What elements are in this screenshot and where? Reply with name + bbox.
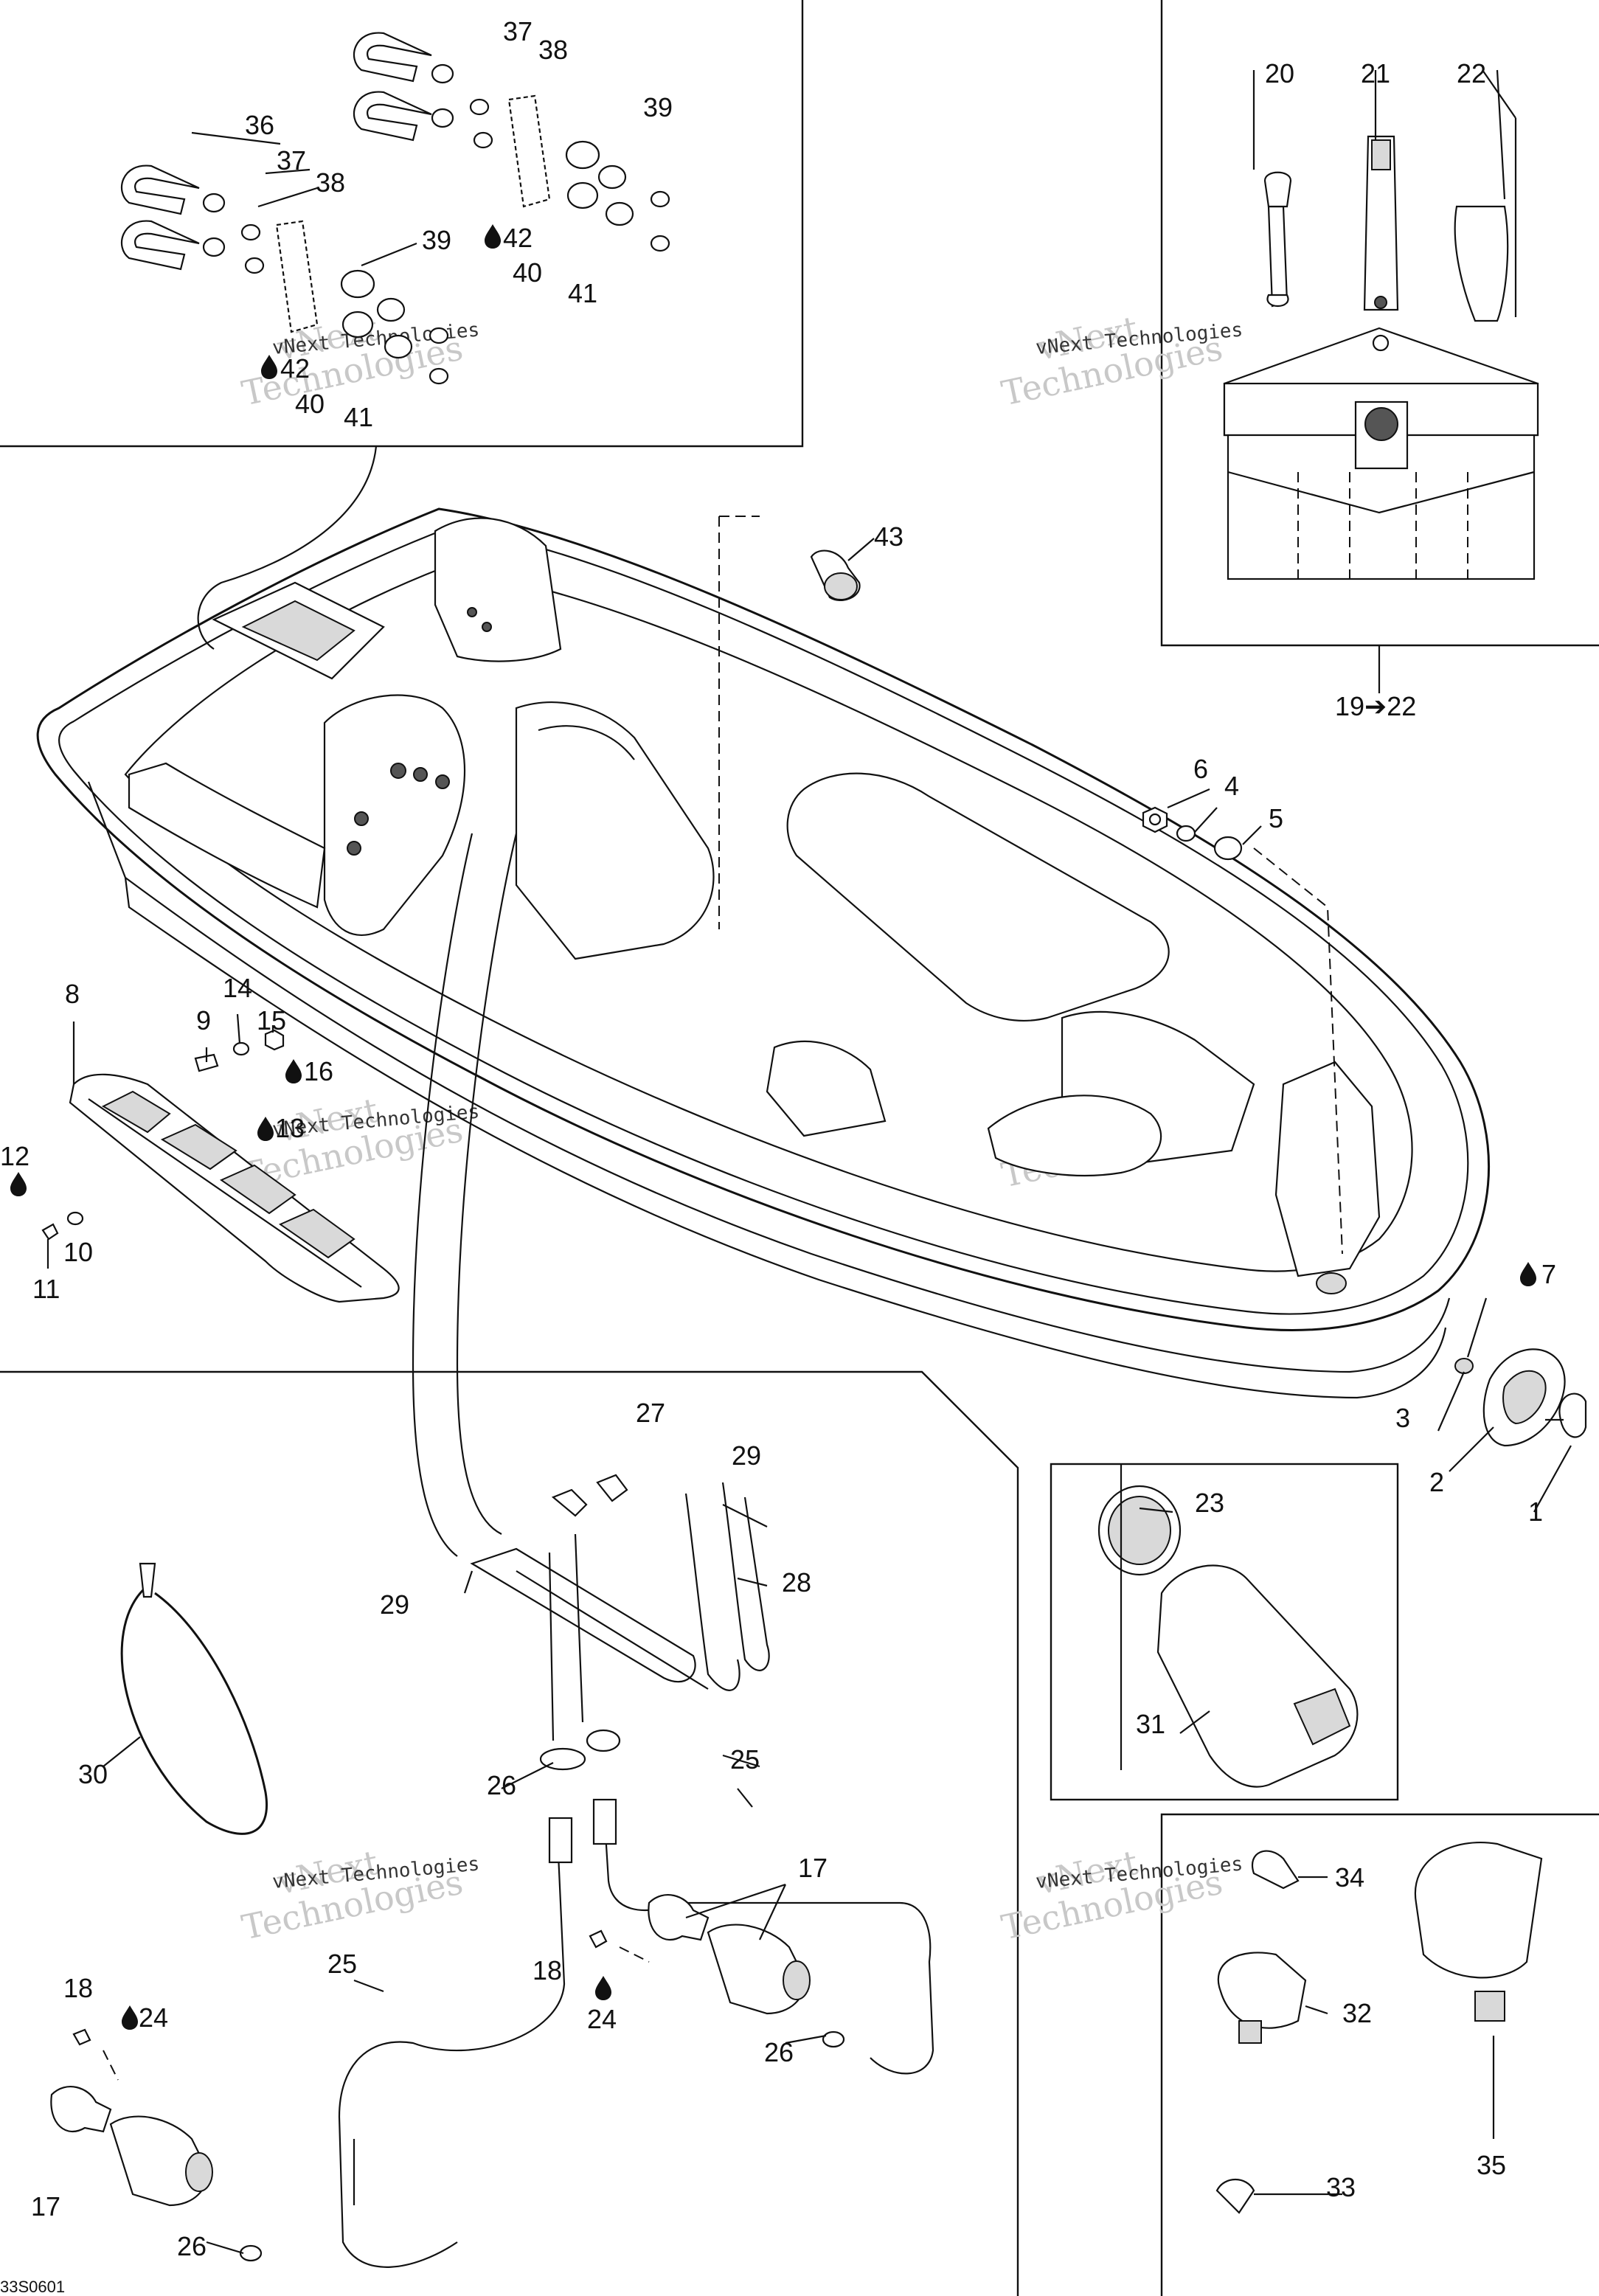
callout-3: 3 xyxy=(1395,1403,1410,1433)
callout-17b: 17 xyxy=(31,2191,60,2222)
callout-22: 22 xyxy=(1457,58,1486,89)
callout-40a: 40 xyxy=(513,257,542,288)
callout-9: 9 xyxy=(196,1005,211,1036)
callout-13: 13 xyxy=(275,1113,305,1143)
callout-14: 14 xyxy=(223,973,252,1003)
callout-26a: 26 xyxy=(487,1770,516,1800)
callout-11: 11 xyxy=(32,1274,60,1304)
frame-bilge-inset xyxy=(0,1370,1019,2296)
callout-30: 30 xyxy=(78,1759,108,1789)
callout-18a: 18 xyxy=(533,1955,562,1985)
fluid-drop-icon-24b xyxy=(122,2005,138,2030)
frame-handles-inset xyxy=(0,0,804,448)
callout-26c: 26 xyxy=(177,2231,207,2261)
callout-10: 10 xyxy=(63,1237,93,1267)
callout-16: 16 xyxy=(304,1056,333,1086)
callout-38b: 38 xyxy=(316,167,345,198)
fluid-drop-icon-42a xyxy=(485,224,501,249)
fluid-drop-icon-12 xyxy=(10,1172,27,1196)
callout-1: 1 xyxy=(1528,1496,1543,1527)
reboarding-step-assembly xyxy=(41,1029,400,1303)
callout-29b: 29 xyxy=(380,1589,409,1620)
callout-39a: 39 xyxy=(643,92,673,122)
callout-25a: 25 xyxy=(730,1744,760,1775)
callout-25b: 25 xyxy=(327,1949,357,1979)
callout-32: 32 xyxy=(1342,1998,1372,2028)
callout-40b: 40 xyxy=(295,389,325,419)
callout-39b: 39 xyxy=(422,225,451,255)
diagram-code: 33S0601 xyxy=(0,2278,65,2296)
callout-20: 20 xyxy=(1265,58,1294,89)
leader-lines xyxy=(46,69,1572,2255)
callout-2: 2 xyxy=(1429,1467,1444,1497)
drain-plug-assembly xyxy=(1454,1348,1587,1447)
callout-33: 33 xyxy=(1326,2172,1356,2202)
callout-27: 27 xyxy=(636,1398,665,1428)
callout-36: 36 xyxy=(245,110,274,140)
fluid-drop-icon-16 xyxy=(285,1059,302,1083)
callout-23: 23 xyxy=(1195,1488,1224,1518)
callout-42a: 42 xyxy=(503,223,533,253)
fluid-drop-icon-7 xyxy=(1520,1262,1536,1286)
callout-37a: 37 xyxy=(503,16,533,46)
rear-handles-assembly xyxy=(120,32,670,650)
callout-37b: 37 xyxy=(277,145,306,176)
callout-34: 34 xyxy=(1335,1862,1364,1893)
hull-body xyxy=(36,507,1490,1399)
storage-cover-assembly xyxy=(1097,1464,1359,1788)
callout-41b: 41 xyxy=(344,402,373,432)
callout-8: 8 xyxy=(65,979,80,1009)
callout-21: 21 xyxy=(1361,58,1390,89)
callout-17a: 17 xyxy=(798,1853,828,1883)
callout-12: 12 xyxy=(0,1141,30,1171)
hardware-group xyxy=(810,549,1243,861)
callout-5: 5 xyxy=(1269,803,1283,833)
callout-28: 28 xyxy=(782,1567,811,1598)
toolkit-assembly xyxy=(1223,118,1539,693)
callout-26b: 26 xyxy=(764,2037,794,2067)
fluid-drop-icon-24a xyxy=(595,1976,611,2000)
callout-41a: 41 xyxy=(568,278,597,308)
callout-labels: 1 2 3 4 5 6 7 8 9 10 11 12 13 14 15 16 1… xyxy=(0,16,1556,2261)
callout-7: 7 xyxy=(1541,1259,1556,1289)
callout-42b: 42 xyxy=(280,353,310,384)
callout-24b: 24 xyxy=(139,2002,168,2033)
callout-19-22: 19➔22 xyxy=(1335,691,1416,721)
callout-18b: 18 xyxy=(63,1973,93,2003)
toolkit-logo xyxy=(1354,400,1409,470)
callout-6: 6 xyxy=(1193,754,1208,784)
callout-35: 35 xyxy=(1477,2150,1506,2180)
frame-cover-inset xyxy=(1050,1463,1399,1801)
callout-15: 15 xyxy=(257,1005,286,1036)
callout-43: 43 xyxy=(874,521,903,552)
bilge-system xyxy=(50,833,934,2268)
callout-4: 4 xyxy=(1224,771,1239,801)
frame-toolkit-inset xyxy=(1160,0,1599,647)
clamp-assembly xyxy=(1215,1842,1543,2214)
callout-29a: 29 xyxy=(732,1440,761,1471)
callout-24a: 24 xyxy=(587,2004,617,2034)
callout-31: 31 xyxy=(1136,1709,1165,1739)
frame-clamps-inset xyxy=(1160,1813,1599,2296)
callout-38a: 38 xyxy=(538,35,568,65)
